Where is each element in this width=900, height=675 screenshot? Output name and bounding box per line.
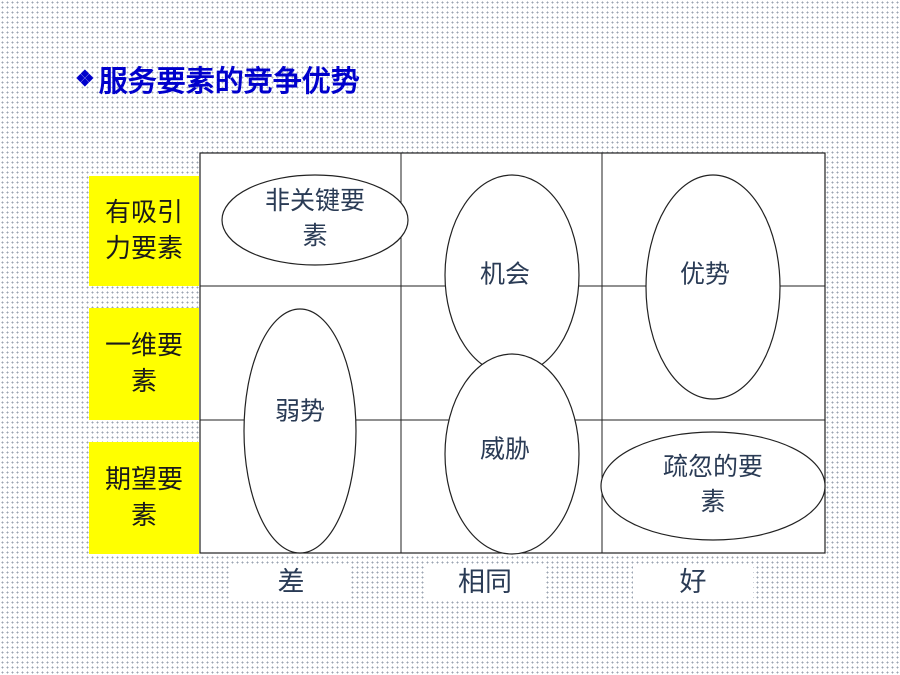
page-title: ❖ 服务要素的竞争优势 — [75, 58, 360, 100]
ellipse-non-key — [221, 174, 409, 266]
ellipse-advantage — [645, 174, 781, 400]
column-label-worse: 差 — [231, 566, 351, 600]
page-title-text: 服务要素的竞争优势 — [98, 64, 360, 98]
column-label-better: 好 — [633, 566, 753, 600]
region-advantage: 优势 — [679, 259, 731, 289]
region-opportunity: 机会 — [479, 259, 531, 289]
diamond-bullet-icon: ❖ — [75, 66, 95, 92]
row-label-one-dimensional: 一维要素 — [89, 308, 199, 420]
region-neglected: 疏忽的要素 — [663, 452, 764, 516]
region-weakness: 弱势 — [274, 396, 326, 426]
region-threat: 威胁 — [479, 434, 531, 464]
row-label-expected: 期望要素 — [89, 442, 199, 554]
ellipse-threat — [444, 353, 580, 555]
row-label-attractive: 有吸引力要素 — [89, 176, 199, 286]
ellipse-neglected — [600, 431, 826, 541]
region-non-key: 非关键要素 — [265, 186, 366, 250]
ellipse-weakness — [243, 308, 357, 554]
column-label-same: 相同 — [425, 566, 545, 600]
